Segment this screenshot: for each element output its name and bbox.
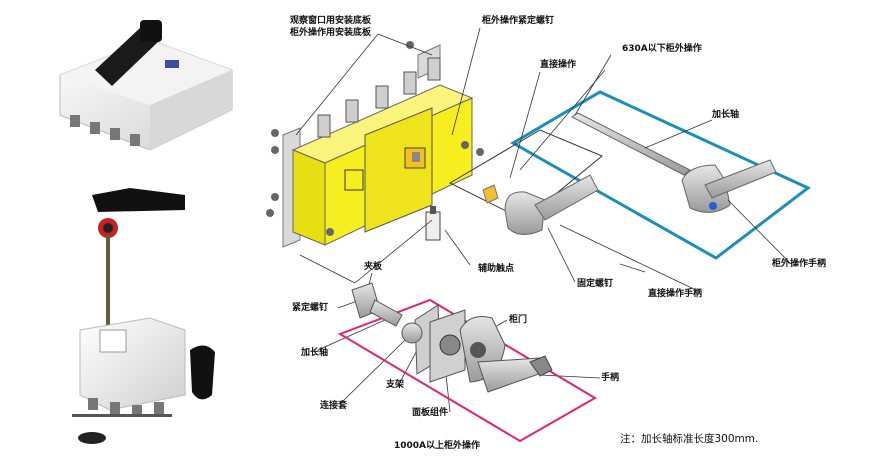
label-direct-op: 直接操作	[540, 60, 577, 70]
label-ext-shaft-2: 加长轴	[301, 348, 329, 358]
label-external-handle: 柜外操作手柄	[772, 259, 827, 269]
label-external-screw: 柜外操作紧定螺钉	[482, 16, 555, 26]
switch-body	[266, 41, 484, 248]
label-aux-contact: 辅助触点	[478, 264, 515, 274]
label-coupling: 连接套	[320, 401, 348, 411]
external-handle	[681, 159, 777, 213]
frame-1000a	[337, 298, 597, 443]
label-mount-plate-external: 柜外操作用安装底板	[290, 28, 372, 38]
label-panel-assembly: 面板组件	[412, 408, 449, 418]
direct-handle	[482, 174, 599, 235]
switch-photo-top	[59, 20, 233, 151]
clamp-part	[351, 282, 403, 327]
panel-assembly	[429, 309, 466, 383]
label-set-screw: 紧定螺钉	[292, 303, 329, 313]
label-handle: 手柄	[601, 373, 620, 383]
label-clamp: 夹板	[364, 262, 383, 272]
aux-contact	[425, 206, 441, 241]
label-bracket: 支架	[386, 380, 405, 390]
leader-lines	[295, 27, 791, 413]
footnote: 注：加长轴标准长度300mm.	[620, 433, 759, 445]
direct-frame	[448, 129, 603, 221]
label-fixing-screw: 固定螺钉	[577, 279, 614, 289]
handle-part	[477, 355, 553, 393]
label-mount-plate-window: 观察窗口用安装底板	[290, 16, 372, 26]
label-external-op-630: 630A以下柜外操作	[622, 44, 702, 54]
switch-photo-bottom	[72, 188, 215, 444]
frame-630a	[509, 90, 811, 260]
label-ext-shaft: 加长轴	[712, 110, 740, 120]
label-direct-handle: 直接操作手柄	[648, 289, 703, 299]
extension-shaft	[571, 112, 691, 176]
label-cabinet-door: 柜门	[509, 315, 528, 325]
label-external-op-1000: 1000A以上柜外操作	[394, 441, 481, 451]
